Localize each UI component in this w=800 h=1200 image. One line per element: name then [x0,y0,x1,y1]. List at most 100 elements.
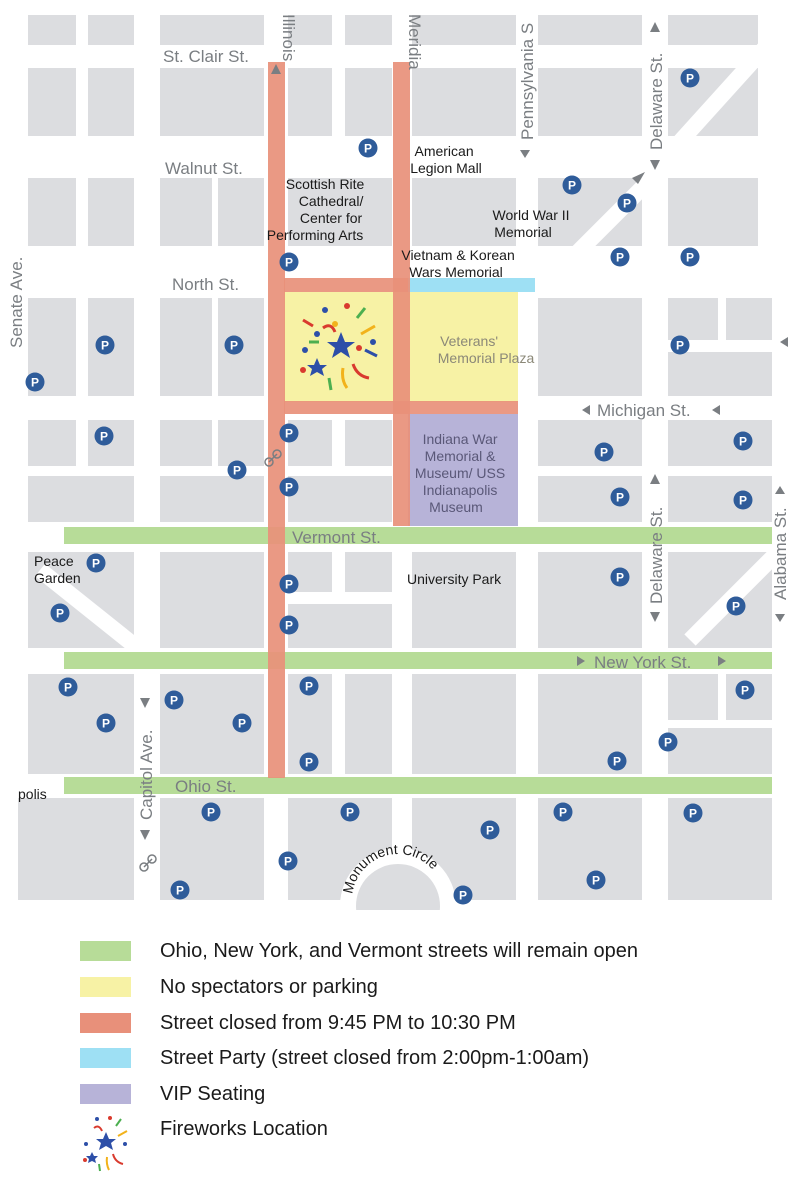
label-line: Performing Arts [267,227,363,243]
parking-marker-letter: P [285,619,293,633]
city-block [412,674,516,774]
parking-marker-letter: P [739,494,747,508]
parking-icon[interactable]: P [50,603,70,623]
ohio-street-open[interactable] [64,777,772,794]
street-label-meridian: Meridia [405,14,424,70]
parking-marker-circle [279,423,299,443]
parking-icon[interactable]: P [170,880,190,900]
street-label-alabama: Alabama St. [771,507,790,600]
parking-icon[interactable]: P [96,713,116,733]
parking-icon[interactable]: P [278,851,298,871]
parking-marker-letter: P [170,694,178,708]
parking-icon[interactable]: P [94,426,114,446]
parking-marker-circle [683,803,703,823]
vip-seating-zone[interactable] [408,414,518,526]
parking-icon[interactable]: P [594,442,614,462]
parking-marker-letter: P [613,755,621,769]
fireworks-streak [341,367,349,389]
open-streets [64,527,772,794]
parking-icon[interactable]: P [726,596,746,616]
parking-icon[interactable]: P [299,752,319,772]
parking-marker-circle [299,676,319,696]
illinois-street-closed[interactable] [268,62,285,778]
michigan-street-closed[interactable] [284,401,518,414]
city-block [218,178,264,246]
parking-icon[interactable]: P [279,477,299,497]
parking-icon[interactable]: P [232,713,252,733]
street-label-michigan: Michigan St. [597,401,691,420]
parking-icon[interactable]: P [25,372,45,392]
parking-icon[interactable]: P [224,335,244,355]
parking-icon[interactable]: P [610,247,630,267]
arrow-up-icon [271,64,281,74]
fireworks-streak [327,377,333,391]
legend-swatch-red [80,1013,131,1033]
parking-icon[interactable]: P [680,68,700,88]
north-street-closed[interactable] [284,278,408,292]
parking-icon[interactable]: P [735,680,755,700]
parking-icon[interactable]: P [279,423,299,443]
parking-icon[interactable]: P [453,885,473,905]
parking-icon[interactable]: P [658,732,678,752]
parking-icon[interactable]: P [279,615,299,635]
parking-icon[interactable]: P [201,802,221,822]
legend-label: Ohio, New York, and Vermont streets will… [160,940,639,962]
city-block [28,476,134,522]
parking-marker-letter: P [616,491,624,505]
city-block [538,298,642,396]
parking-icon[interactable]: P [358,138,378,158]
fireworks-dot [83,1158,87,1162]
city-block [345,420,392,466]
parking-icon[interactable]: P [683,803,703,823]
parking-icon[interactable]: P [562,175,582,195]
parking-icon[interactable]: P [610,567,630,587]
parking-icon[interactable]: P [480,820,500,840]
city-block [668,476,772,522]
event-map[interactable]: P P P P P P P P P P P P P P P P P P P P P P P P P P P P P P P P P P P P P P P P… [0,0,800,910]
arrow-down-icon [520,150,530,158]
parking-icon[interactable]: P [340,802,360,822]
parking-icon[interactable]: P [227,460,247,480]
bicycle-frame [268,453,278,463]
label-line: Museum [429,499,483,515]
label-wwii-memorial: World War II Memorial [493,207,574,240]
parking-marker-circle [610,247,630,267]
parking-marker-letter: P [31,376,39,390]
fireworks-dot [302,347,308,353]
parking-icon[interactable]: P [58,677,78,697]
city-block [160,68,264,136]
meridian-street-closed[interactable] [393,62,410,526]
parking-icon[interactable]: P [610,487,630,507]
label-line: Peace [34,553,74,569]
legend-label: Street Party (street closed from 2:00pm-… [160,1047,590,1069]
parking-icon[interactable]: P [299,676,319,696]
legend-swatch-blue [80,1048,131,1068]
parking-marker-letter: P [238,717,246,731]
parking-marker-letter: P [600,446,608,460]
parking-marker-circle [562,175,582,195]
parking-icon[interactable]: P [733,490,753,510]
fireworks-dot [356,345,362,351]
parking-icon[interactable]: P [553,802,573,822]
parking-icon[interactable]: P [586,870,606,890]
label-veterans-plaza: Veterans' Memorial Plaza [438,333,535,366]
parking-icon[interactable]: P [86,553,106,573]
vermont-street-open[interactable] [64,527,772,544]
parking-icon[interactable]: P [279,252,299,272]
parking-icon[interactable]: P [617,193,637,213]
city-block [160,552,264,648]
parking-icon[interactable]: P [95,335,115,355]
parking-icon[interactable]: P [670,335,690,355]
parking-icon[interactable]: P [607,751,627,771]
street-party-zone[interactable] [408,278,535,292]
new-york-street-open[interactable] [64,652,772,669]
legend-swatch-purple [80,1084,131,1104]
diagonal-street [534,164,666,296]
parking-icon[interactable]: P [680,247,700,267]
parking-marker-letter: P [64,681,72,695]
parking-icon[interactable]: P [164,690,184,710]
parking-icon[interactable]: P [279,574,299,594]
parking-marker-letter: P [92,557,100,571]
parking-icon[interactable]: P [733,431,753,451]
street-label-north: North St. [172,275,239,294]
